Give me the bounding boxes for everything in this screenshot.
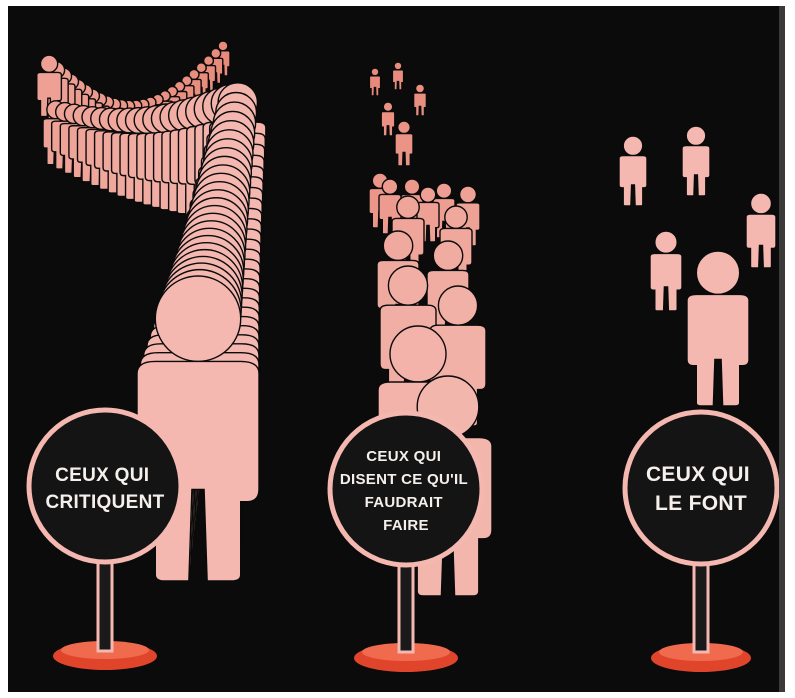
svg-text:CEUX QUI LE FONT: CEUX QUI LE FONT xyxy=(646,463,756,515)
person-doer xyxy=(618,135,648,207)
svg-text:CEUX QUI CRITIQUENT: CEUX QUI CRITIQUENT xyxy=(45,465,164,513)
sign-talkers-line-4: FAIRE xyxy=(383,517,429,534)
sign-face-doers xyxy=(622,409,779,567)
sign-face-talkers xyxy=(327,410,485,568)
person-doer xyxy=(686,250,750,407)
person-doer xyxy=(745,192,777,269)
illustration-panel: CEUX QUI CRITIQUENT CEUX QUI DISENT CE Q… xyxy=(8,6,785,692)
sign-talkers: CEUX QUI DISENT CE QU'IL FAUDRAIT FAIRE xyxy=(327,410,485,672)
sign-pole-critics xyxy=(96,549,114,653)
person-talker xyxy=(368,67,382,97)
sign-pole-talkers xyxy=(397,554,415,654)
queue-illustration: CEUX QUI CRITIQUENT CEUX QUI DISENT CE Q… xyxy=(26,40,779,672)
sign-talkers-line-1: CEUX QUI xyxy=(366,448,441,465)
person-talker xyxy=(380,101,396,137)
sign-critics-line-2: CRITIQUENT xyxy=(45,492,164,513)
sign-talkers-line-3: FAUDRAIT xyxy=(365,494,443,511)
crowd-doers xyxy=(618,125,777,407)
person-doer xyxy=(649,230,683,312)
person-talker xyxy=(391,61,405,91)
sign-talkers-line-2: DISENT CE QU'IL xyxy=(340,471,468,488)
person-doer xyxy=(681,125,711,197)
sign-pole-doers xyxy=(692,554,710,654)
sign-doers-line-1: CEUX QUI xyxy=(646,463,750,486)
person-talker xyxy=(394,120,414,167)
sign-critics: CEUX QUI CRITIQUENT xyxy=(26,407,184,670)
sign-doers-line-2: LE FONT xyxy=(655,492,747,515)
person-talker xyxy=(412,83,428,117)
svg-text:CEUX QUI DISENT CE Q: CEUX QUI DISENT CE QU'IL FAUDRAIT FAIRE xyxy=(340,448,472,534)
sign-critics-line-1: CEUX QUI xyxy=(55,465,149,486)
sign-face-critics xyxy=(26,407,184,565)
sign-doers: CEUX QUI LE FONT xyxy=(622,409,779,672)
